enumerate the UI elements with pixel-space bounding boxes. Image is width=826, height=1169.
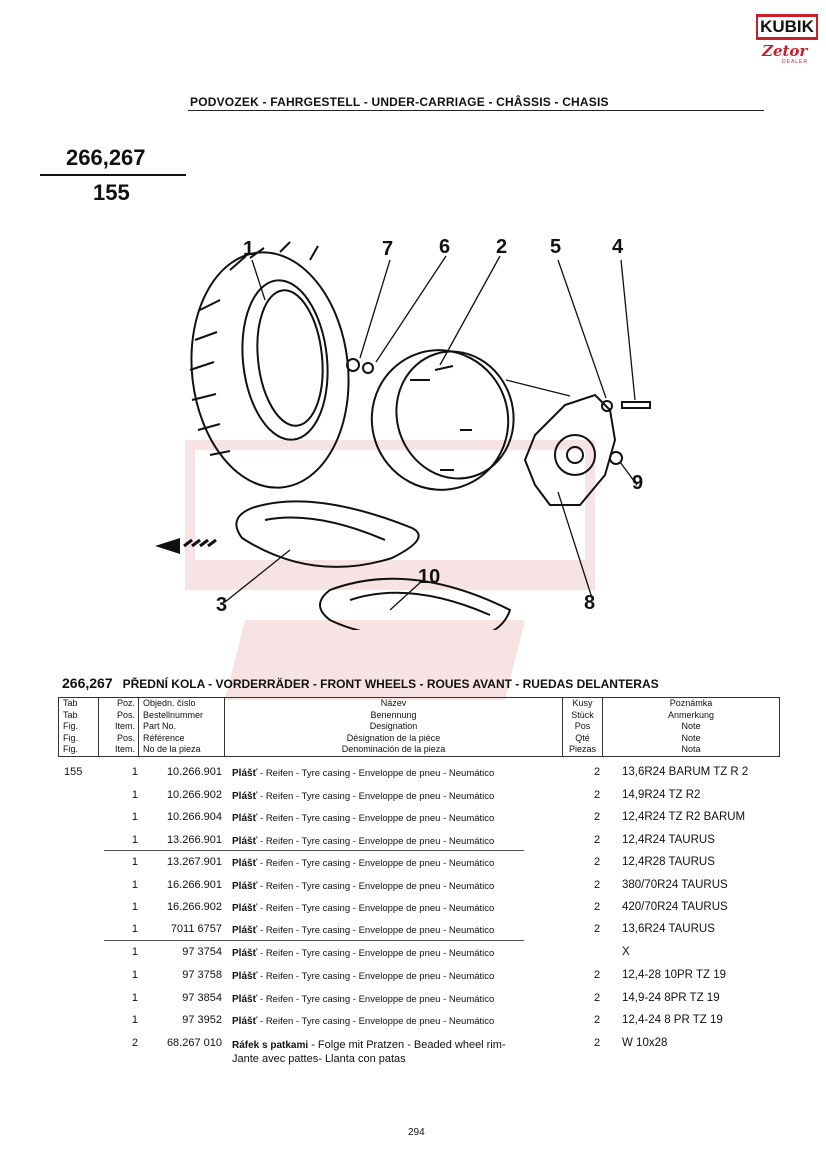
callout-6: 6	[439, 236, 451, 258]
logo-brand: KUBIK	[758, 17, 816, 37]
logo-sub: Zetor	[762, 42, 808, 60]
hub-plate-drawing	[523, 393, 617, 506]
inner-tube-3-drawing	[235, 500, 420, 568]
callout-1: 1	[243, 238, 255, 260]
kubik-zetor-logo: KUBIK Zetor DEALER	[756, 14, 818, 68]
callout-4: 4	[612, 236, 624, 258]
column-header-position: Poz.Pos.Item.Pos.Item.	[98, 697, 138, 757]
page-number: 294	[408, 1127, 425, 1138]
callout-7: 7	[382, 238, 394, 260]
tab-divider	[40, 174, 186, 176]
tab-number: 266,267	[66, 145, 146, 170]
callout-2: 2	[496, 236, 508, 258]
callout-3: 3	[216, 594, 228, 616]
callout-8: 8	[584, 592, 596, 614]
group-divider	[104, 940, 524, 941]
callout-10: 10	[418, 566, 441, 588]
section-heading: PŘEDNÍ KOLA - VORDERRÄDER - FRONT WHEELS…	[122, 677, 659, 691]
diagram-drawing	[155, 241, 651, 642]
page-header: PODVOZEK - FAHRGESTELL - UNDER-CARRIAGE …	[190, 95, 609, 109]
callout-9: 9	[632, 472, 644, 494]
header-divider	[188, 110, 764, 111]
section-number: 266,267	[62, 675, 113, 691]
rim-drawing	[370, 349, 510, 491]
figure-number: 155	[93, 180, 130, 205]
section-title: 266,267 PŘEDNÍ KOLA - VORDERRÄDER - FRONT…	[62, 675, 659, 691]
group-divider	[104, 850, 524, 851]
callout-5: 5	[550, 236, 562, 258]
exploded-wheel-diagram: 1 7 6 2 5 4 9 3 10 8	[140, 230, 680, 642]
logo-dealer: DEALER	[782, 59, 809, 65]
